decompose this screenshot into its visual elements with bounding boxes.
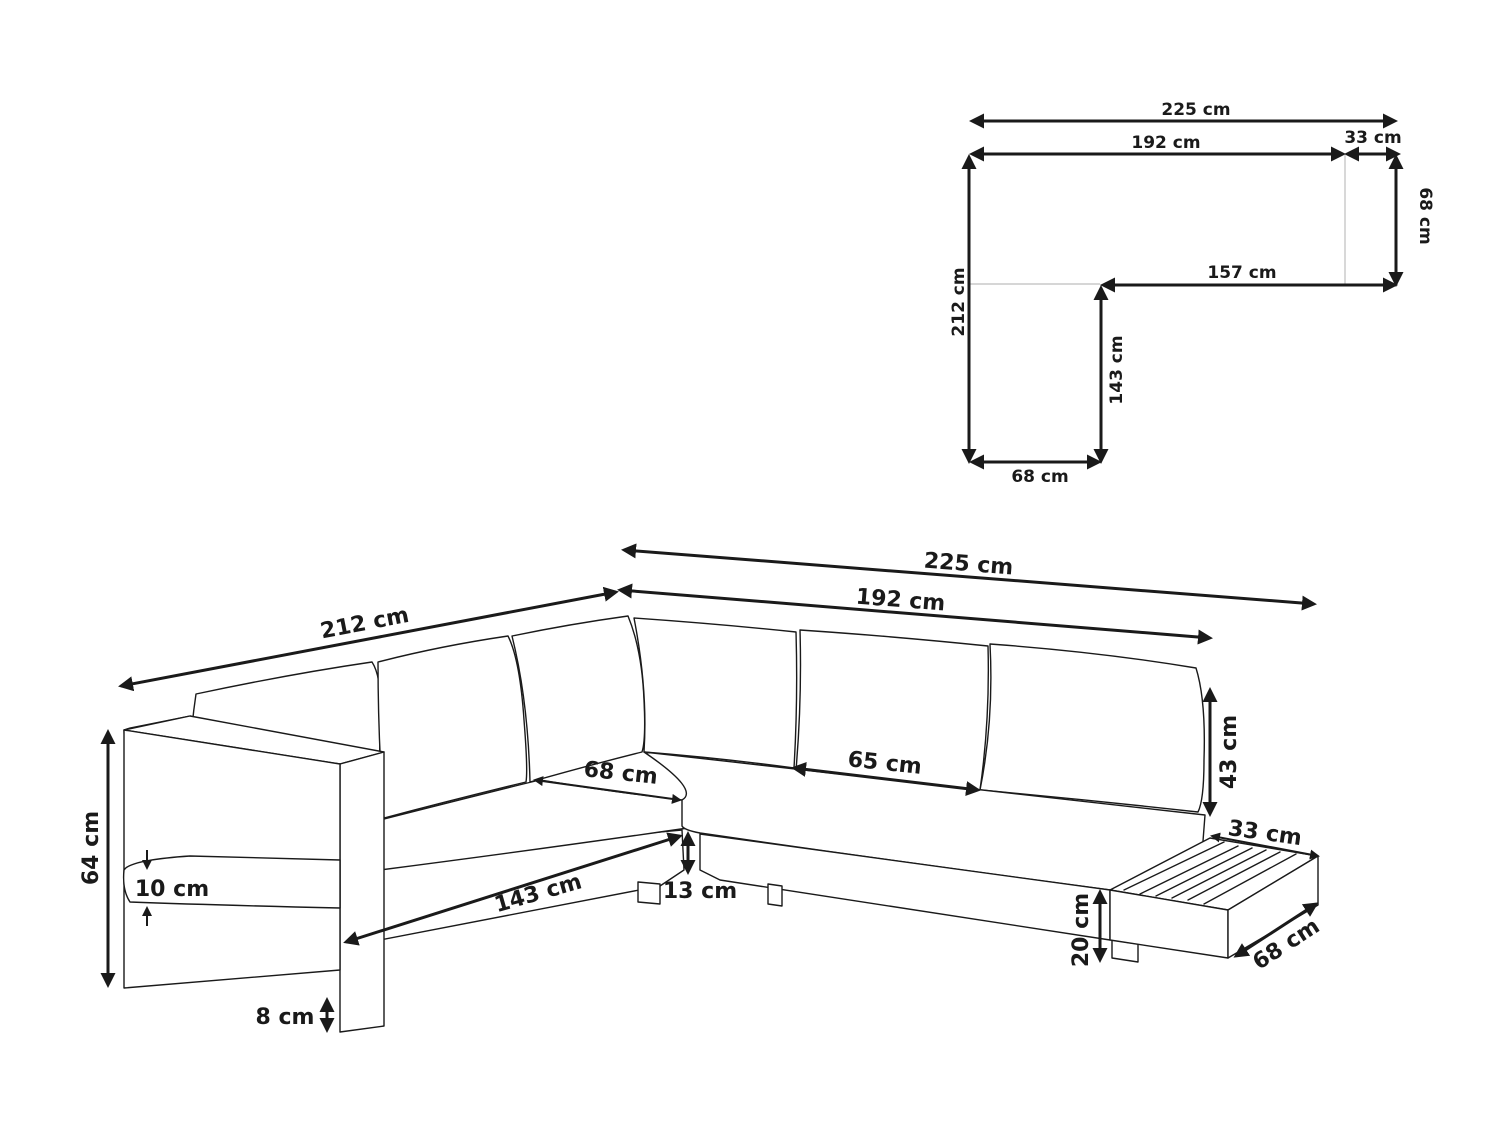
dim-68-seat (533, 776, 682, 804)
floor-plan: 225 cm 192 cm 33 cm 68 cm 157 cm 212 cm … (949, 100, 1435, 487)
dim-65 (791, 761, 981, 797)
label-68-seat: 68 cm (582, 757, 658, 790)
dim-33-table (1210, 832, 1320, 860)
leg-1 (637, 881, 661, 905)
right-seat-base (699, 833, 1111, 941)
label-20: 20 cm (1069, 893, 1094, 967)
plan-label-68-right: 68 cm (1415, 187, 1435, 244)
dim-68-table (1233, 902, 1319, 958)
dim-143 (343, 832, 683, 946)
back-cushion-4 (633, 617, 798, 769)
armrest-front-panel (339, 751, 385, 1033)
plan-label-33: 33 cm (1344, 128, 1401, 148)
plan-label-225: 225 cm (1161, 100, 1230, 120)
plan-label-157: 157 cm (1207, 263, 1276, 283)
label-8: 8 cm (256, 1005, 315, 1030)
front-seat-cushion (122, 855, 341, 909)
sofa-illustration (122, 615, 1319, 1033)
plan-label-212: 212 cm (949, 267, 969, 336)
plan-label-192: 192 cm (1131, 133, 1200, 153)
side-table-slats (1123, 841, 1297, 905)
dim-192 (617, 583, 1213, 645)
back-cushion-3 (511, 615, 646, 783)
plan-label-68-bottom: 68 cm (1011, 467, 1068, 487)
label-13: 13 cm (663, 879, 737, 904)
label-10: 10 cm (135, 877, 209, 902)
label-64: 64 cm (79, 811, 104, 885)
dim-212 (118, 586, 619, 692)
leg-2 (767, 883, 783, 907)
back-cushion-6 (979, 643, 1206, 813)
plan-label-143: 143 cm (1107, 335, 1127, 404)
label-43: 43 cm (1217, 715, 1242, 789)
